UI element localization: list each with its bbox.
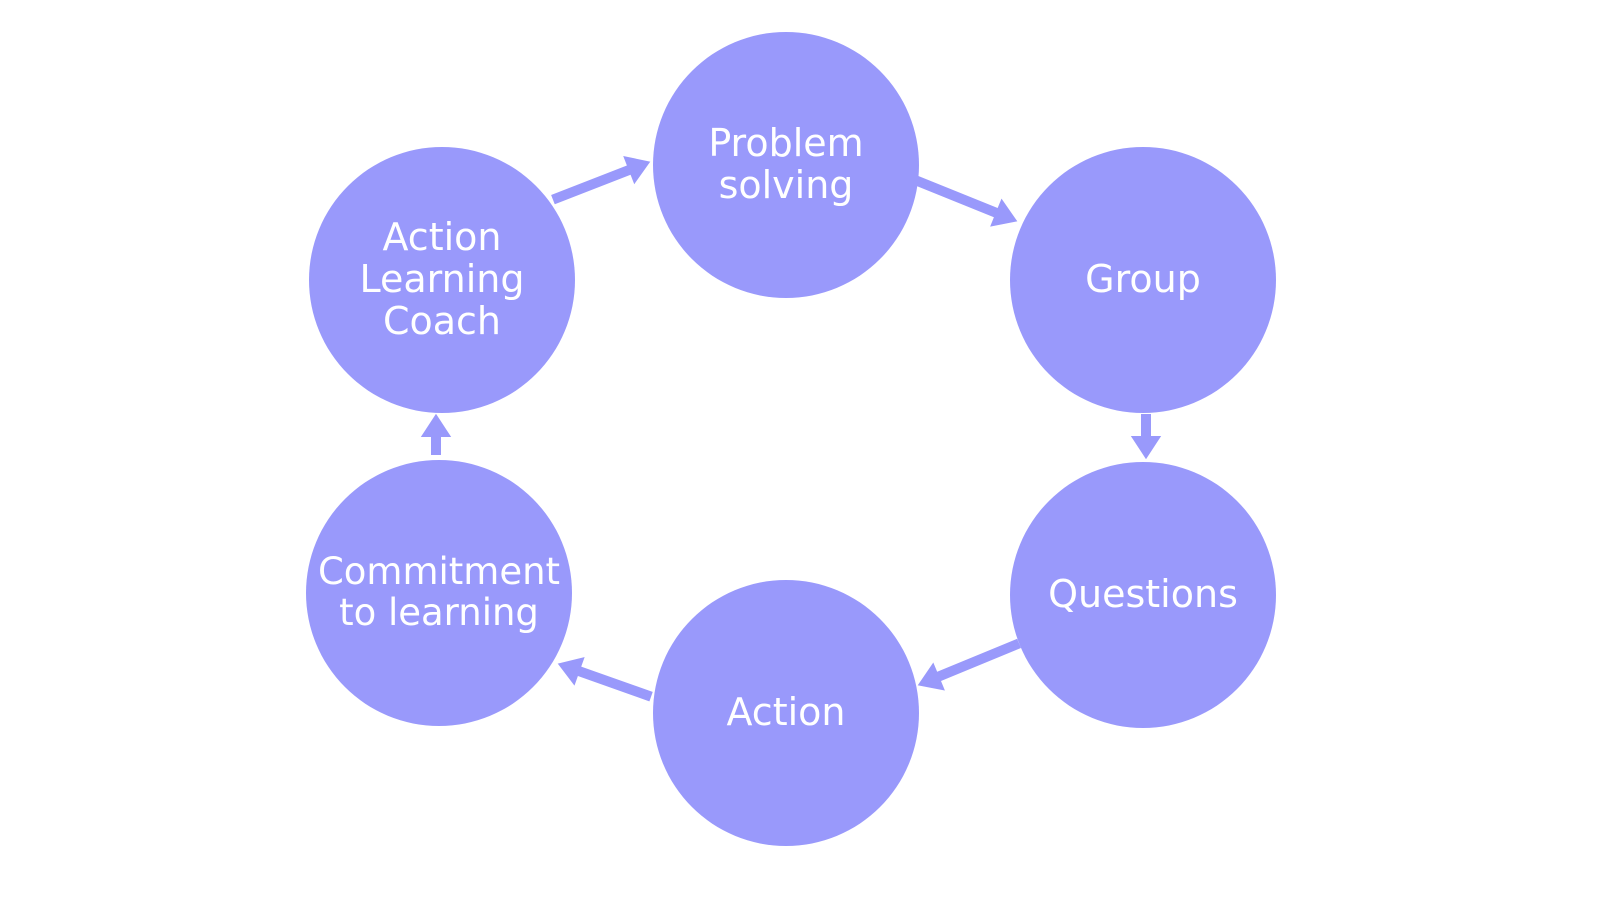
node-action: Action xyxy=(653,580,919,846)
node-label-questions: Questions xyxy=(1048,572,1238,617)
node-problem-solving: Problem solving xyxy=(653,32,919,298)
arrow-problem-solving-to-group xyxy=(911,173,1021,230)
node-label-problem-solving: Problem solving xyxy=(708,121,864,207)
arrow-action-to-commitment xyxy=(554,654,656,704)
node-label-action: Action xyxy=(726,690,846,735)
node-label-commitment-to-learning: Commitment to learning xyxy=(317,550,561,634)
arrow-group-to-questions xyxy=(1127,412,1165,463)
node-group: Group xyxy=(1010,147,1276,413)
arrow-questions-to-action xyxy=(914,636,1024,694)
node-action-learning-coach: Action Learning Coach xyxy=(309,147,575,413)
node-commitment-to-learning: Commitment to learning xyxy=(306,460,572,726)
node-label-group: Group xyxy=(1085,257,1201,302)
arrow-coach-to-problem-solving xyxy=(548,153,654,207)
node-label-action-learning-coach: Action Learning Coach xyxy=(359,215,525,343)
arrow-commitment-to-coach xyxy=(417,410,455,457)
node-questions: Questions xyxy=(1010,462,1276,728)
